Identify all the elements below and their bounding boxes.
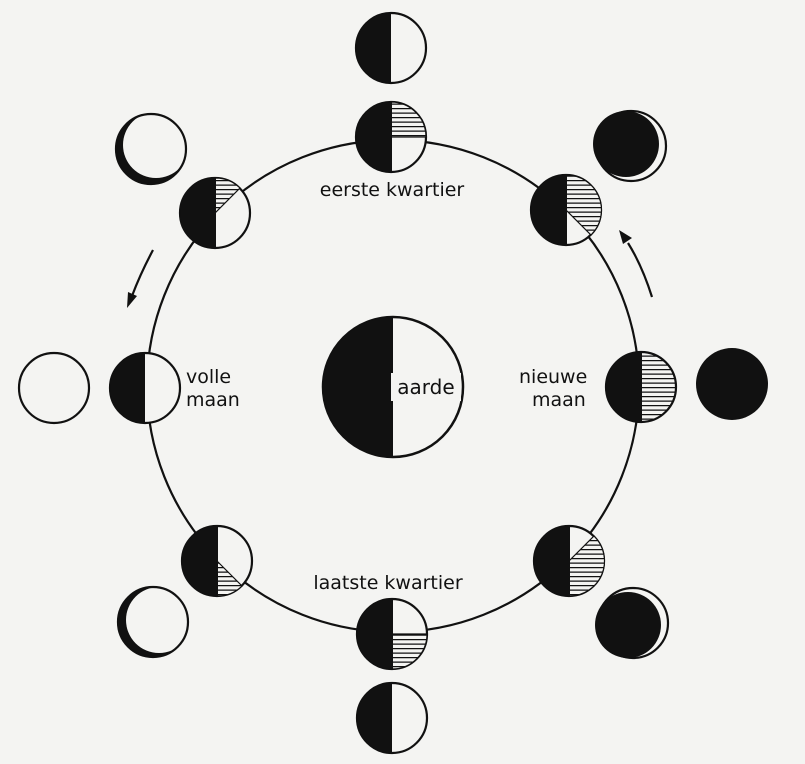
arrow-right-ccw <box>619 230 654 298</box>
label-full-moon-line1: volle <box>186 366 231 388</box>
orbit-moon-top-right <box>529 173 603 247</box>
orbit-moon-left <box>108 351 182 425</box>
earth-label-bg <box>391 373 461 401</box>
label-new-moon-line1: nieuwe <box>519 366 587 388</box>
label-last-quarter: laatste kwartier <box>313 572 463 594</box>
view-left-full-moon <box>17 351 91 425</box>
view-top-left-gibbous <box>114 112 189 186</box>
label-first-quarter: eerste kwartier <box>320 179 465 201</box>
orbit-moon-bottom-left <box>180 524 254 598</box>
view-bottom-left-gibbous <box>116 585 192 659</box>
orbit-moon-top-left <box>178 176 252 250</box>
orbit-moon-right <box>604 350 678 424</box>
view-top-right-crescent <box>593 109 668 183</box>
orbit-moon-bottom <box>355 597 429 671</box>
view-right-new-moon <box>696 348 768 420</box>
label-new-moon-line2: maan <box>532 389 586 411</box>
view-top-first-quarter <box>354 11 428 85</box>
view-bottom-right-crescent <box>595 586 670 660</box>
orbit-moon-bottom-right <box>532 524 606 598</box>
label-full-moon-line2: maan <box>186 389 240 411</box>
label-earth: aarde <box>397 375 454 399</box>
orbit-moon-top <box>354 100 428 174</box>
arrow-left-ccw <box>127 249 154 308</box>
view-bottom-last-quarter <box>355 681 429 755</box>
